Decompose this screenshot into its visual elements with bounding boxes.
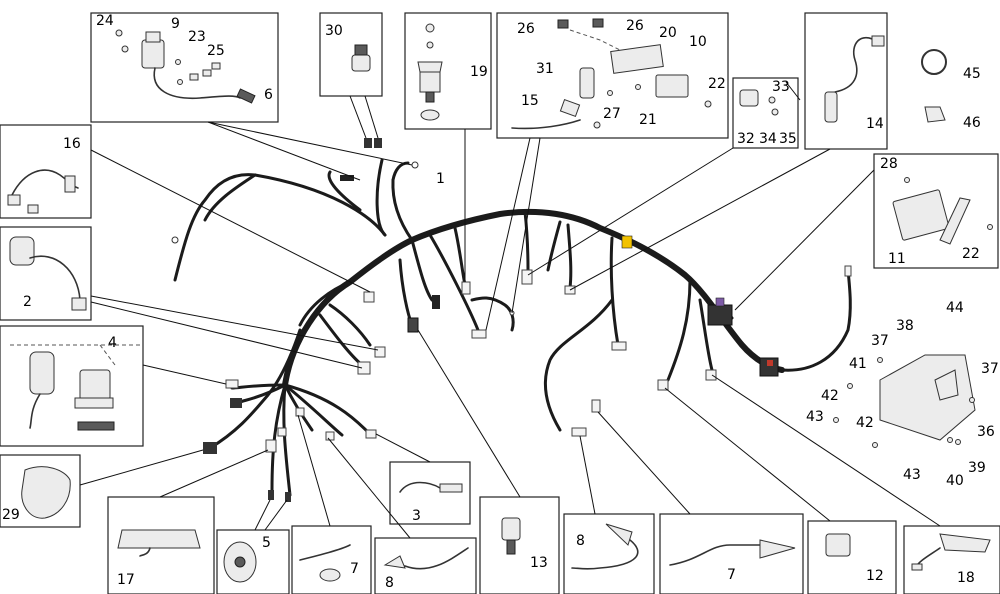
label-32: 32 [737,131,755,147]
part-clip-46 [924,106,946,123]
callout-boxes [0,12,1000,594]
label-22a: 22 [708,76,726,92]
label-8a: 8 [385,575,394,591]
part-indicator-7b [669,539,796,566]
part-sensor-30 [351,44,371,72]
label-37a: 37 [871,333,889,349]
label-22b: 22 [962,246,980,262]
label-34: 34 [759,131,777,147]
part-indicator-7a [299,544,351,582]
label-44: 44 [946,300,964,316]
harness-connectors [171,138,852,502]
label-42a: 42 [821,388,839,404]
label-12: 12 [866,568,884,584]
label-36: 36 [977,424,995,440]
part-dashboard-17 [117,529,201,557]
label-11: 11 [888,251,906,267]
part-headlight-29 [21,466,71,519]
label-7a: 7 [350,561,359,577]
label-25: 25 [207,43,225,59]
label-27: 27 [603,106,621,122]
label-24: 24 [96,13,114,29]
part-regulator-group [511,18,712,130]
label-18: 18 [957,570,975,586]
part-sensor-3 [399,481,463,493]
label-16: 16 [63,136,81,152]
label-14: 14 [866,116,884,132]
label-28: 28 [880,156,898,172]
label-13: 13 [530,555,548,571]
label-2: 2 [23,294,32,310]
part-indicator-8b [571,523,639,570]
label-29: 29 [2,507,20,523]
part-lambda-sensor [824,35,885,123]
part-bracket-44 [833,354,976,448]
part-light-18 [911,533,991,571]
part-4 [10,344,140,431]
part-switch-13 [501,517,521,555]
part-clip-45 [921,49,947,75]
part-indicator-8a [383,547,469,570]
label-41: 41 [849,356,867,372]
part-ecu-11 [892,177,993,245]
label-30: 30 [325,23,343,39]
label-38: 38 [896,318,914,334]
label-9: 9 [171,16,180,32]
label-6: 6 [264,87,273,103]
label-45: 45 [963,66,981,82]
label-33: 33 [772,79,790,95]
part-number-labels: 1 2 3 4 5 6 7 7 8 8 9 10 11 12 13 14 15 … [2,13,999,591]
label-46: 46 [963,115,981,131]
label-37b: 37 [981,361,999,377]
label-31: 31 [536,61,554,77]
label-26a: 26 [517,21,535,37]
label-17: 17 [117,572,135,588]
label-20: 20 [659,25,677,41]
label-43a: 43 [806,409,824,425]
part-horn-5 [223,541,257,583]
label-8b: 8 [576,533,585,549]
label-5: 5 [262,535,271,551]
part-oil-pressure-switch [417,23,443,121]
label-35: 35 [779,131,797,147]
label-15: 15 [521,93,539,109]
label-43b: 43 [903,467,921,483]
label-42b: 42 [856,415,874,431]
label-4: 4 [108,335,117,351]
part-sensor-32 [739,89,779,116]
label-21: 21 [639,112,657,128]
label-39: 39 [968,460,986,476]
leader-lines [79,81,941,539]
part-16 [7,169,79,214]
label-26b: 26 [626,18,644,34]
part-ignition-coil [115,29,256,104]
label-10: 10 [689,34,707,50]
label-3: 3 [412,508,421,524]
label-23: 23 [188,29,206,45]
label-1: 1 [436,171,445,187]
part-relay-12 [825,533,851,557]
part-2 [9,236,87,311]
label-40: 40 [946,473,964,489]
label-7b: 7 [727,567,736,583]
label-19: 19 [470,64,488,80]
